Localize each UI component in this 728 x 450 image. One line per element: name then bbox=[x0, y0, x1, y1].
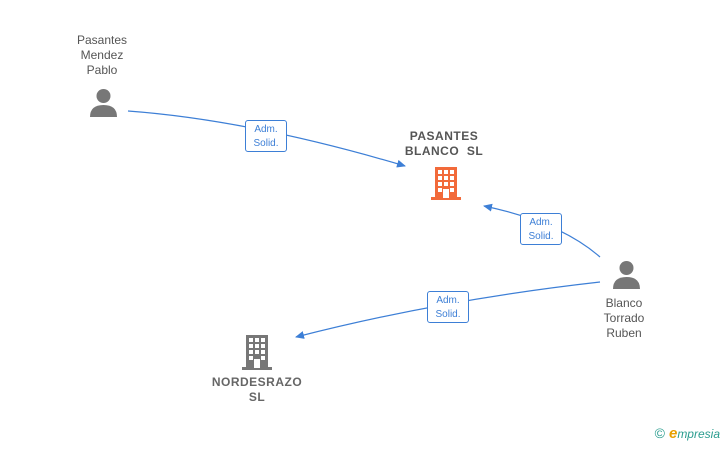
person-icon[interactable] bbox=[612, 260, 641, 290]
edge-label-adm-solid[interactable]: Adm. Solid. bbox=[427, 291, 469, 323]
label-line: PASANTES bbox=[409, 129, 479, 143]
label-line: NORDESRAZO bbox=[211, 375, 303, 389]
edge-label-line: Solid. bbox=[528, 231, 554, 242]
building-icon[interactable] bbox=[241, 334, 273, 370]
label-line: Pasantes bbox=[76, 33, 128, 47]
person-icon[interactable] bbox=[89, 88, 118, 118]
edge-label-line: Adm. bbox=[254, 124, 278, 135]
building-icon[interactable] bbox=[430, 166, 462, 200]
copyright-icon: © bbox=[654, 425, 665, 441]
company-label-nordesrazo: NORDESRAZO SL bbox=[205, 375, 309, 405]
edge-label-line: Adm. bbox=[529, 217, 553, 228]
company-label-pasantes-blanco: PASANTES BLANCO SL bbox=[394, 129, 494, 159]
edge-label-line: Adm. bbox=[436, 295, 460, 306]
person-label-blanco-torrado: Blanco Torrado Ruben bbox=[584, 296, 664, 341]
label-line: Torrado bbox=[603, 311, 645, 325]
brand-footer: ©empresia bbox=[655, 425, 720, 442]
edge-label-line: Solid. bbox=[435, 309, 461, 320]
edge-label-adm-solid[interactable]: Adm. Solid. bbox=[245, 120, 287, 152]
edge-label-adm-solid[interactable]: Adm. Solid. bbox=[520, 213, 562, 245]
label-line: Ruben bbox=[606, 326, 642, 340]
label-line: Pablo bbox=[86, 63, 118, 77]
label-line: SL bbox=[248, 390, 266, 404]
brand-initial: e bbox=[668, 425, 678, 442]
brand-name: mpresia bbox=[677, 427, 720, 441]
edge-label-line: Solid. bbox=[253, 138, 279, 149]
label-line: BLANCO SL bbox=[404, 144, 484, 158]
label-line: Blanco bbox=[605, 296, 643, 310]
label-line: Mendez bbox=[80, 48, 124, 62]
person-label-pasantes-mendez: Pasantes Mendez Pablo bbox=[62, 33, 142, 78]
